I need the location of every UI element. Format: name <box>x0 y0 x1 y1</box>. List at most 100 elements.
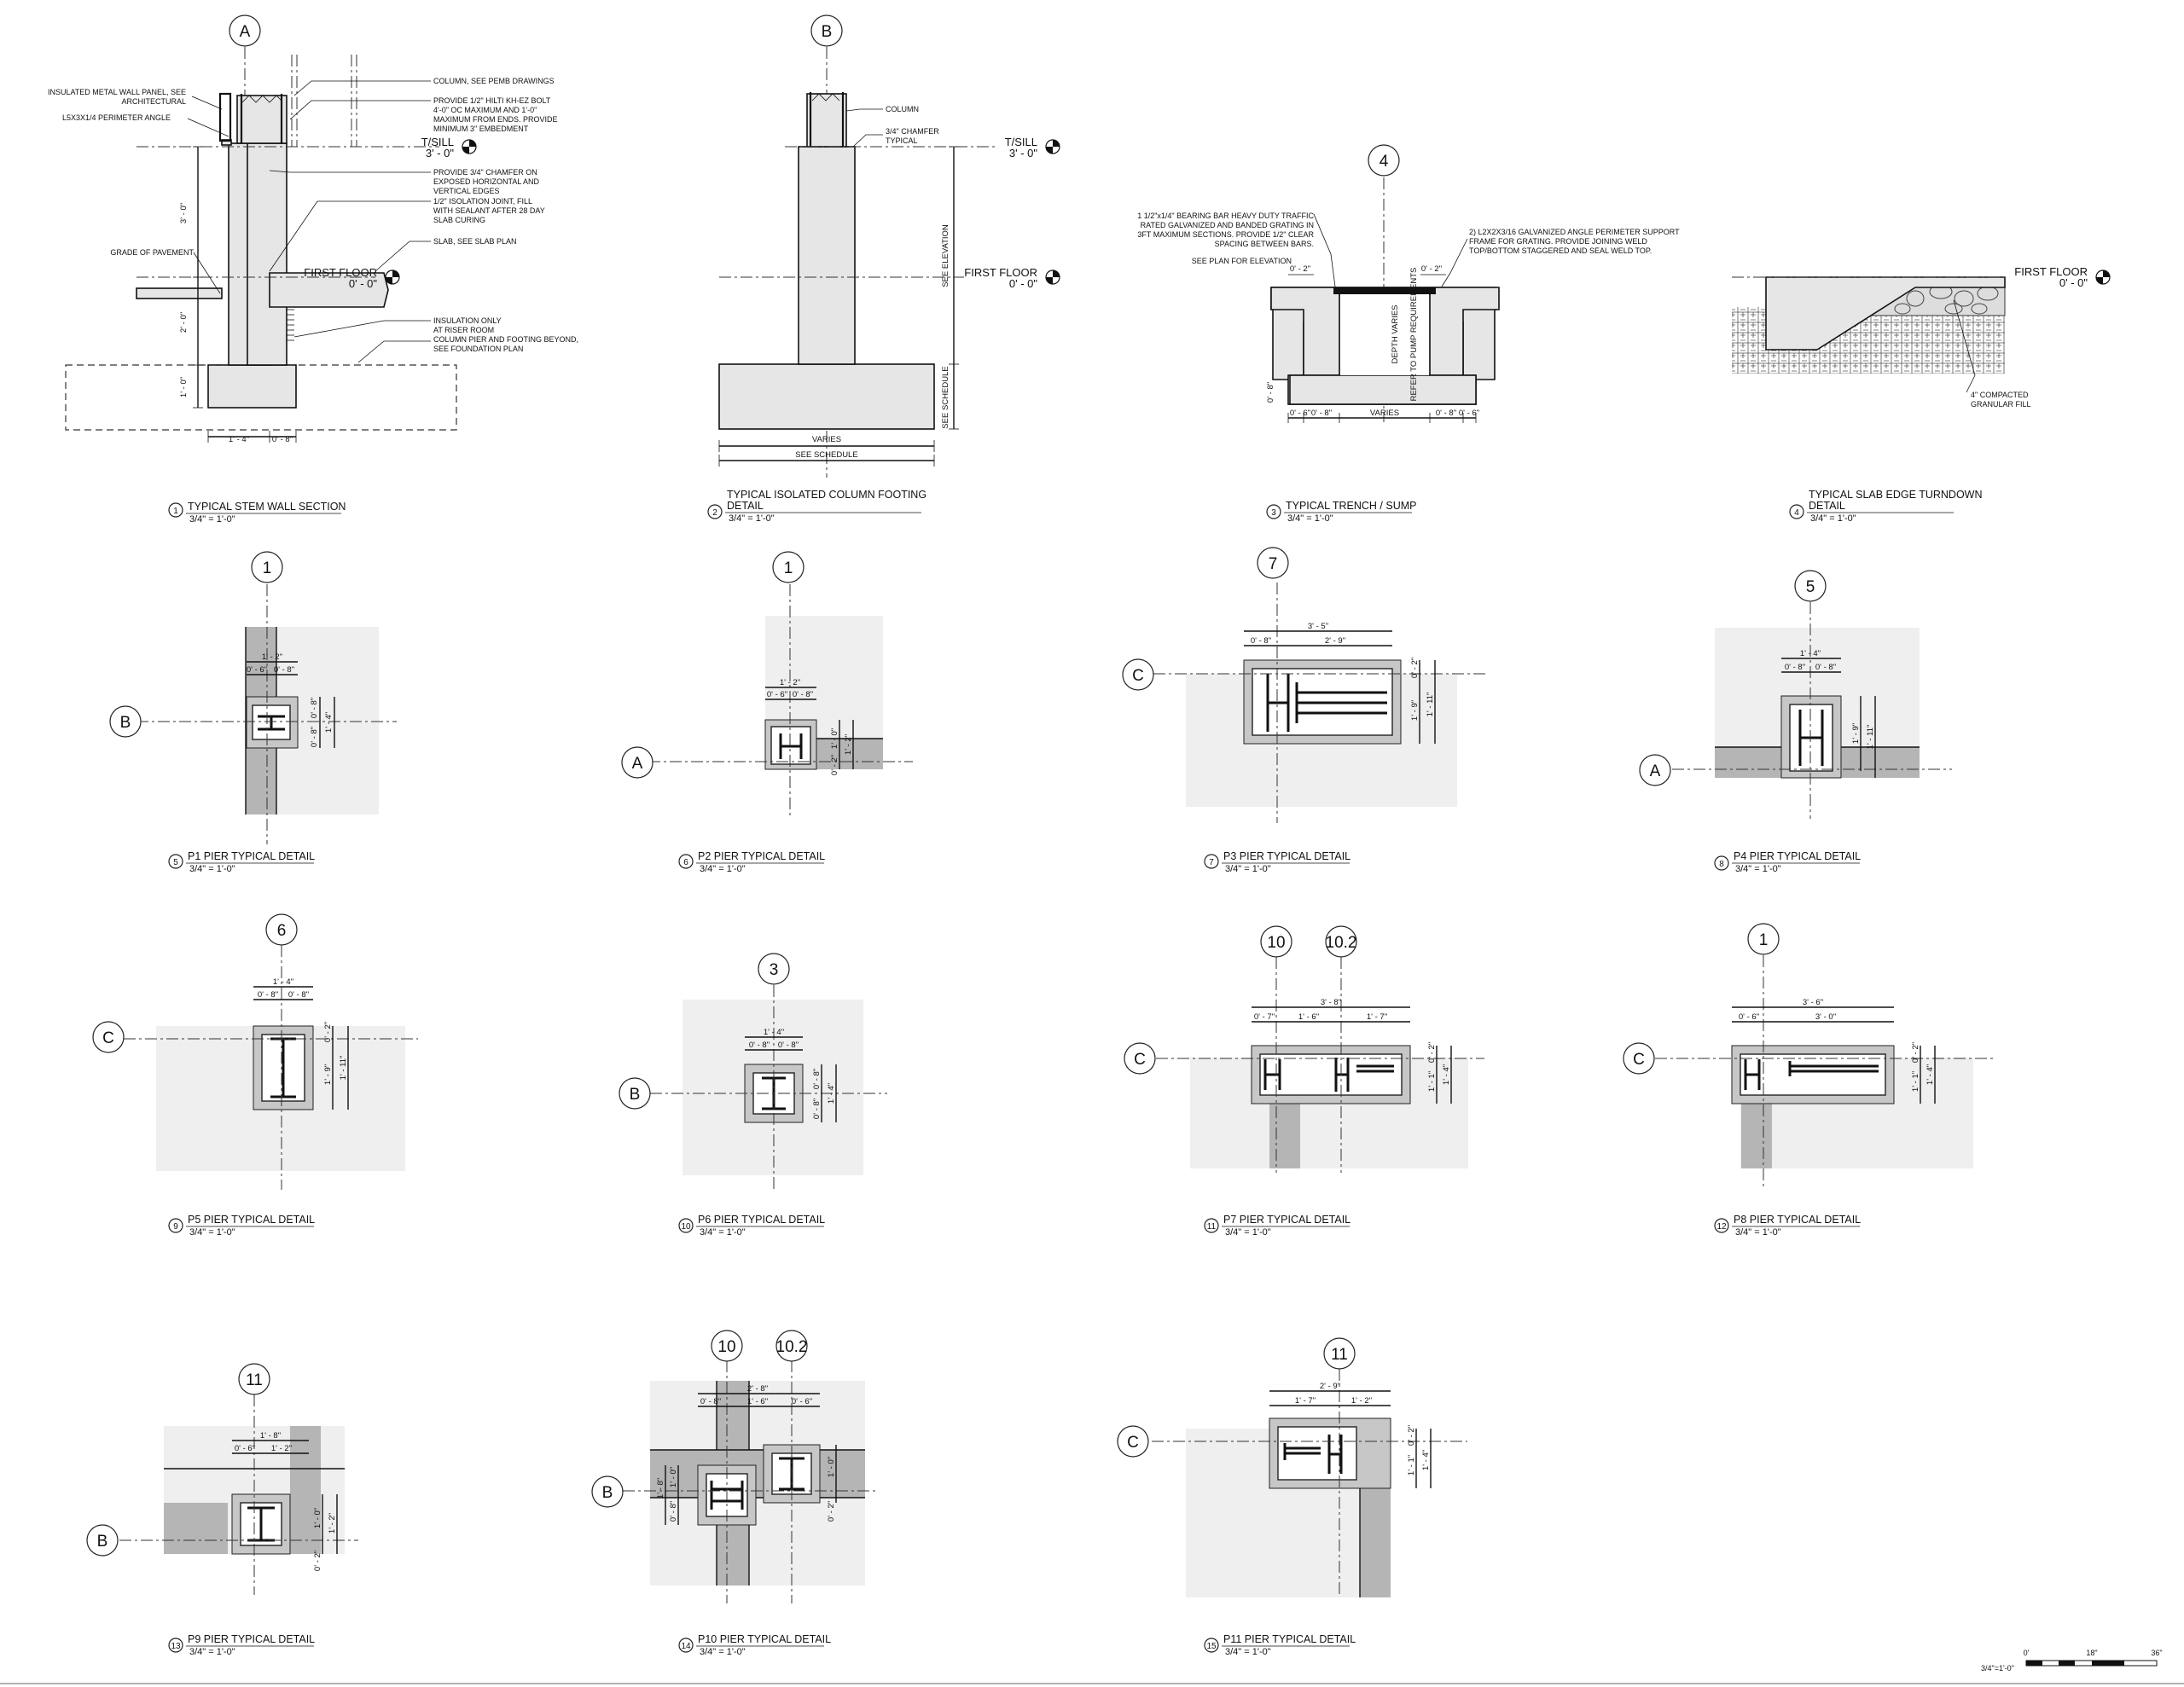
detail-title: TYPICAL SLAB EDGE TURNDOWN <box>1809 489 1983 501</box>
svg-text:1' - 1": 1' - 1" <box>1407 1455 1416 1475</box>
svg-text:1' - 9": 1' - 9" <box>1410 700 1420 721</box>
svg-text:4'-0" OC MAXIMUM AND 1'-0": 4'-0" OC MAXIMUM AND 1'-0" <box>433 106 537 114</box>
detail-title: TYPICAL ISOLATED COLUMN FOOTING <box>727 489 926 501</box>
svg-text:VERTICAL EDGES: VERTICAL EDGES <box>433 187 500 195</box>
svg-text:A: A <box>1650 762 1661 780</box>
svg-text:2' - 9": 2' - 9" <box>1325 636 1345 646</box>
svg-text:0' - 0": 0' - 0" <box>1009 277 1037 290</box>
svg-text:DETAIL: DETAIL <box>1809 500 1845 512</box>
svg-text:SEE PLAN FOR ELEVATION: SEE PLAN FOR ELEVATION <box>1192 257 1292 265</box>
svg-text:0' - 2": 0' - 2" <box>313 1551 322 1571</box>
svg-text:3/4" = 1'-0": 3/4" = 1'-0" <box>1225 864 1271 874</box>
svg-text:3/4" = 1'-0": 3/4" = 1'-0" <box>1735 864 1781 874</box>
svg-text:1' - 11": 1' - 11" <box>1866 725 1875 750</box>
grid-bubble-b <box>810 14 843 47</box>
svg-text:15: 15 <box>1206 1642 1217 1651</box>
svg-text:PROVIDE 3/4" CHAMFER ON: PROVIDE 3/4" CHAMFER ON <box>433 168 537 177</box>
svg-text:3' - 6": 3' - 6" <box>1803 998 1823 1007</box>
svg-text:3/4" = 1'-0": 3/4" = 1'-0" <box>189 1647 235 1657</box>
svg-text:1' - 2": 1' - 2" <box>328 1513 337 1533</box>
svg-text:B: B <box>822 23 833 41</box>
svg-text:A: A <box>632 755 643 773</box>
svg-text:3FT MAXIMUM SECTIONS. PROVIDE: 3FT MAXIMUM SECTIONS. PROVIDE 1/2" CLEAR <box>1137 230 1314 239</box>
svg-text:6: 6 <box>683 858 688 867</box>
detail-5-p1-pier: 1 B 1' - 2" 0' - 6" 0' - 8" 0' - 8" 0' -… <box>109 551 397 874</box>
svg-text:3/4" = 1'-0": 3/4" = 1'-0" <box>1225 1647 1271 1657</box>
svg-text:0' - 8": 0' - 8" <box>793 690 813 699</box>
svg-text:1/2" ISOLATION JOINT, FILL: 1/2" ISOLATION JOINT, FILL <box>433 197 532 206</box>
svg-text:FIRST FLOOR: FIRST FLOOR <box>964 266 1037 279</box>
svg-text:11: 11 <box>246 1371 263 1389</box>
svg-text:FIRST FLOOR: FIRST FLOOR <box>2014 265 2088 278</box>
svg-text:5: 5 <box>1806 578 1815 596</box>
svg-text:3: 3 <box>770 961 779 979</box>
svg-text:SEE FOUNDATION PLAN: SEE FOUNDATION PLAN <box>433 345 523 353</box>
detail-title: P3 PIER TYPICAL DETAIL <box>1223 850 1350 862</box>
detail-title: P2 PIER TYPICAL DETAIL <box>698 850 825 862</box>
svg-text:18": 18" <box>2086 1649 2097 1657</box>
svg-text:3' - 0": 3' - 0" <box>426 147 454 159</box>
svg-text:ARCHITECTURAL: ARCHITECTURAL <box>121 97 186 106</box>
svg-text:2' - 8": 2' - 8" <box>747 1384 768 1394</box>
detail-8-p4-pier: 5 A 1' - 4" 0' - 8" 0' - 8" 1' - 9" 1' -… <box>1639 570 1952 874</box>
svg-text:1' - 0": 1' - 0" <box>830 728 839 749</box>
svg-text:0' - 2": 0' - 2" <box>323 1022 333 1042</box>
detail-title: P6 PIER TYPICAL DETAIL <box>698 1214 825 1226</box>
svg-text:1' - 7": 1' - 7" <box>1295 1396 1316 1406</box>
svg-text:0' - 6": 0' - 6" <box>792 1397 812 1406</box>
svg-text:1' - 9": 1' - 9" <box>1851 723 1861 744</box>
svg-text:EXPOSED HORIZONTAL AND: EXPOSED HORIZONTAL AND <box>433 177 540 186</box>
svg-text:1' - 0": 1' - 0" <box>313 1508 322 1528</box>
svg-text:0' - 8": 0' - 8" <box>700 1397 721 1406</box>
svg-text:3/4" = 1'-0": 3/4" = 1'-0" <box>1225 1227 1271 1238</box>
svg-text:2) L2X2X3/16 GALVANIZED ANGLE: 2) L2X2X3/16 GALVANIZED ANGLE PERIMETER … <box>1469 228 1680 236</box>
svg-text:0' - 8": 0' - 8" <box>288 990 309 1000</box>
detail-title: P11 PIER TYPICAL DETAIL <box>1223 1633 1356 1645</box>
svg-text:1 1/2"x1/4" BEARING BAR HEAVY: 1 1/2"x1/4" BEARING BAR HEAVY DUTY TRAFF… <box>1137 212 1314 220</box>
svg-text:B: B <box>602 1484 613 1502</box>
svg-text:1' - 4": 1' - 4" <box>1800 649 1821 658</box>
svg-text:6: 6 <box>277 922 287 940</box>
svg-text:0' - 8": 0' - 8" <box>1815 663 1836 672</box>
detail-title: TYPICAL STEM WALL SECTION <box>188 501 346 513</box>
svg-text:SLAB CURING: SLAB CURING <box>433 216 485 224</box>
svg-text:9: 9 <box>173 1222 178 1232</box>
svg-text:0' - 2": 0' - 2" <box>1407 1425 1416 1446</box>
svg-text:4: 4 <box>1794 508 1799 518</box>
svg-text:14: 14 <box>681 1642 691 1651</box>
svg-text:0' - 8": 0' - 8" <box>812 1099 822 1119</box>
svg-text:1' - 4": 1' - 4" <box>827 1083 836 1104</box>
svg-text:3/4" = 1'-0": 3/4" = 1'-0" <box>189 1227 235 1238</box>
svg-text:7: 7 <box>1269 555 1278 573</box>
svg-text:10.2: 10.2 <box>1326 934 1357 952</box>
svg-text:1' - 11": 1' - 11" <box>1426 693 1435 717</box>
svg-text:3/4" = 1'-0": 3/4" = 1'-0" <box>1735 1227 1781 1238</box>
svg-text:GRANULAR FILL: GRANULAR FILL <box>1971 400 2031 409</box>
svg-text:0' - 6": 0' - 6" <box>1290 409 1310 418</box>
svg-text:10: 10 <box>717 1338 735 1356</box>
svg-text:10: 10 <box>1267 934 1285 952</box>
svg-text:AT RISER ROOM: AT RISER ROOM <box>433 326 494 334</box>
svg-text:0' - 2": 0' - 2" <box>1911 1042 1920 1063</box>
svg-text:FIRST FLOOR: FIRST FLOOR <box>304 266 377 279</box>
svg-text:0' - 8": 0' - 8" <box>1436 409 1456 418</box>
detail-10-p6-pier: 3 B 1' - 4" 0' - 8" 0' - 8" 0' - 8" 0' -… <box>619 953 887 1238</box>
detail-title: P7 PIER TYPICAL DETAIL <box>1223 1214 1350 1226</box>
svg-text:1' - 2": 1' - 2" <box>271 1444 292 1453</box>
svg-text:1' - 4": 1' - 4" <box>1926 1064 1935 1085</box>
svg-text:FRAME FOR GRATING. PROVIDE JOI: FRAME FOR GRATING. PROVIDE JOINING WELD <box>1469 237 1647 246</box>
svg-text:0' - 2": 0' - 2" <box>830 755 839 775</box>
svg-text:1' - 0": 1' - 0" <box>179 377 189 397</box>
detail-11-p7-pier: 10 10.2 C 3' - 8" 0' - 7" 1' - 6" 1' - 7… <box>1124 925 1484 1238</box>
svg-text:0' - 8": 0' - 8" <box>669 1501 678 1522</box>
grid-label: A <box>240 23 251 41</box>
svg-text:WITH SEALANT AFTER 28 DAY: WITH SEALANT AFTER 28 DAY <box>433 206 545 215</box>
svg-text:0' - 8": 0' - 8" <box>310 698 319 718</box>
svg-text:10.2: 10.2 <box>776 1338 808 1356</box>
svg-text:3/4" = 1'-0": 3/4" = 1'-0" <box>189 514 235 525</box>
svg-text:SPACING BETWEEN BARS.: SPACING BETWEEN BARS. <box>1215 240 1314 248</box>
detail-15-p11-pier: 11 C 2' - 9" 1' - 7" 1' - 2" 0' - 2" 1' … <box>1117 1337 1467 1657</box>
svg-text:1' - 6": 1' - 6" <box>1298 1012 1319 1022</box>
detail-title: TYPICAL TRENCH / SUMP <box>1286 500 1417 512</box>
